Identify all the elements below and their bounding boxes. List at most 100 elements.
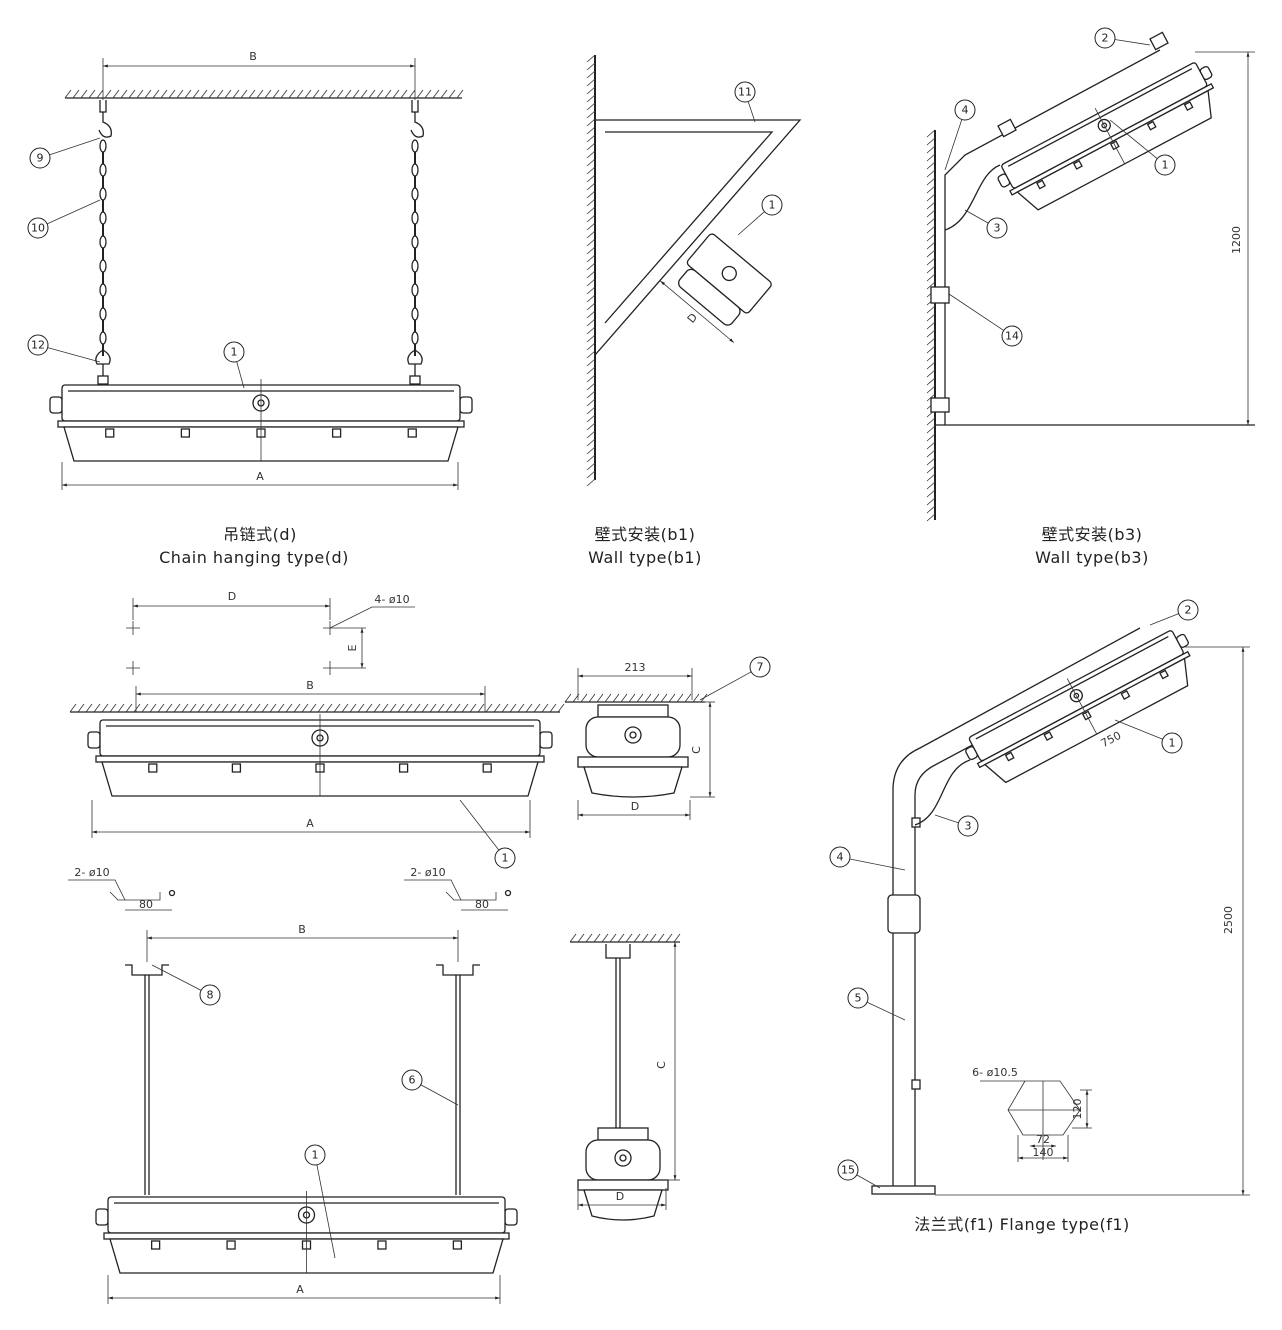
callout-label: 7 — [757, 661, 764, 674]
callout-1: 1 — [223, 341, 245, 389]
dimension-b-label: B — [249, 50, 257, 63]
spacing-80-label: 80 — [475, 898, 489, 911]
light-fixture — [87, 714, 553, 797]
callout-label: 9 — [37, 152, 44, 165]
dimension-d-label: D — [631, 800, 639, 813]
callout-label: 2 — [1185, 604, 1192, 617]
chain-left — [95, 100, 112, 385]
chain-right — [407, 100, 424, 385]
light-fixture — [49, 379, 473, 462]
dimension-d-label: D — [228, 590, 236, 603]
callout-label: 10 — [31, 222, 45, 235]
flange-140-label: 140 — [1033, 1146, 1054, 1159]
fixture-side-view — [577, 704, 689, 798]
dimension-b-label: B — [306, 679, 314, 692]
callout-10: 10 — [27, 199, 101, 239]
dimension-1200-label: 1200 — [1230, 226, 1243, 254]
dimension-b-label: B — [298, 923, 306, 936]
callout-7: 7 — [699, 656, 771, 701]
dimension-d-label: D — [685, 311, 700, 326]
callout-label: 5 — [855, 992, 862, 1005]
callout-9: 9 — [29, 137, 101, 169]
callout-1: 1 — [1114, 719, 1183, 754]
holes-note-flange: 6- ø10.5 — [972, 1066, 1018, 1079]
caption-flange: 法兰式(f1) Flange type(f1) — [914, 1215, 1130, 1234]
callout-label: 1 — [502, 852, 509, 865]
callout-4: 4 — [944, 99, 976, 171]
callout-label: 2 — [1102, 32, 1109, 45]
callout-label: 1 — [312, 1149, 319, 1162]
chain-hanging-view: B A 吊链式(d) Chain hanging type(d) — [49, 50, 473, 567]
caption-wall-b1-cn: 壁式安装(b1) — [595, 525, 696, 544]
rod-side-view: C D — [569, 933, 681, 1221]
callout-3: 3 — [964, 209, 1008, 239]
callout-11: 11 — [734, 81, 756, 123]
dimension-213-label: 213 — [625, 661, 646, 674]
light-fixture — [965, 630, 1191, 784]
caption-wall-b3-en: Wall type(b3) — [1035, 548, 1149, 567]
spacing-80-label: 80 — [139, 898, 153, 911]
wall-hatch — [926, 129, 936, 522]
ceiling-hatch — [64, 89, 464, 99]
callout-8: 8 — [151, 964, 221, 1006]
callout-label: 8 — [207, 989, 214, 1002]
caption-wall-b3-cn: 壁式安装(b3) — [1042, 525, 1143, 544]
callout-1: 1 — [459, 799, 516, 869]
fixture-side-view — [577, 1127, 669, 1221]
dimension-a-label: A — [306, 817, 314, 830]
holes-note-right: 2- ø10 — [410, 866, 445, 879]
flange-72-label: 72 — [1036, 1133, 1050, 1146]
dimension-d-label: D — [616, 1190, 624, 1203]
length-750-label: 750 — [1099, 729, 1124, 750]
light-fixture — [997, 62, 1215, 211]
callout-label: 11 — [738, 86, 752, 99]
ceiling-mount-view: D 4- ø10 E B A — [69, 590, 565, 838]
callout-4: 4 — [829, 846, 906, 871]
callouts: 9 10 12 1 11 1 2 4 1 3 14 1 7 8 6 1 2 1 … — [27, 27, 1199, 1259]
callout-3: 3 — [934, 814, 979, 837]
rod-pendant-view: 2- ø10 80 2- ø10 80 B A — [68, 866, 518, 1304]
callout-label: 3 — [965, 820, 972, 833]
callout-6: 6 — [401, 1069, 459, 1106]
callout-label: 4 — [962, 104, 969, 117]
flange-120-label: 120 — [1071, 1099, 1084, 1120]
callout-1: 1 — [737, 194, 783, 236]
callout-label: 14 — [1005, 330, 1019, 343]
wall-b3-view: 1200 壁式安装(b3) Wall type(b3) — [926, 31, 1255, 567]
hook-icon — [410, 100, 424, 138]
callout-label: 1 — [231, 346, 238, 359]
flange-view: 2500 750 6- ø10.5 120 72 140 法兰式(f1) Fla… — [871, 627, 1250, 1234]
callout-label: 1 — [769, 199, 776, 212]
callout-label: 6 — [409, 1074, 416, 1087]
dimension-a-label: A — [296, 1283, 304, 1296]
dimension-e-label: E — [346, 644, 359, 651]
callout-label: 15 — [841, 1164, 855, 1177]
dimension-2500-label: 2500 — [1222, 906, 1235, 934]
ceiling-side-view: 213 C D — [564, 661, 715, 820]
caption-chain-en: Chain hanging type(d) — [159, 548, 349, 567]
callout-label: 3 — [994, 222, 1001, 235]
wall-hatch — [586, 54, 596, 487]
dimension-a-label: A — [256, 470, 264, 483]
callout-14: 14 — [948, 293, 1023, 347]
caption-wall-b1-en: Wall type(b1) — [588, 548, 702, 567]
holes-note: 4- ø10 — [374, 593, 409, 606]
callout-1: 1 — [1109, 119, 1176, 176]
light-fixture — [95, 1191, 518, 1274]
callout-2: 2 — [1149, 599, 1199, 626]
hook-icon — [98, 100, 112, 138]
callout-15: 15 — [837, 1159, 881, 1189]
wall-b1-view: D 壁式安装(b1) Wall type(b1) — [586, 54, 802, 567]
callout-2: 2 — [1094, 27, 1151, 49]
callout-label: 1 — [1162, 159, 1169, 172]
callout-5: 5 — [847, 987, 906, 1021]
dimension-c-label: C — [690, 746, 703, 754]
callout-label: 4 — [837, 851, 844, 864]
callout-label: 1 — [1169, 737, 1176, 750]
caption-chain-cn: 吊链式(d) — [223, 525, 297, 544]
callout-1: 1 — [304, 1144, 336, 1259]
callout-label: 12 — [31, 339, 45, 352]
callout-12: 12 — [27, 334, 101, 363]
holes-note-left: 2- ø10 — [74, 866, 109, 879]
